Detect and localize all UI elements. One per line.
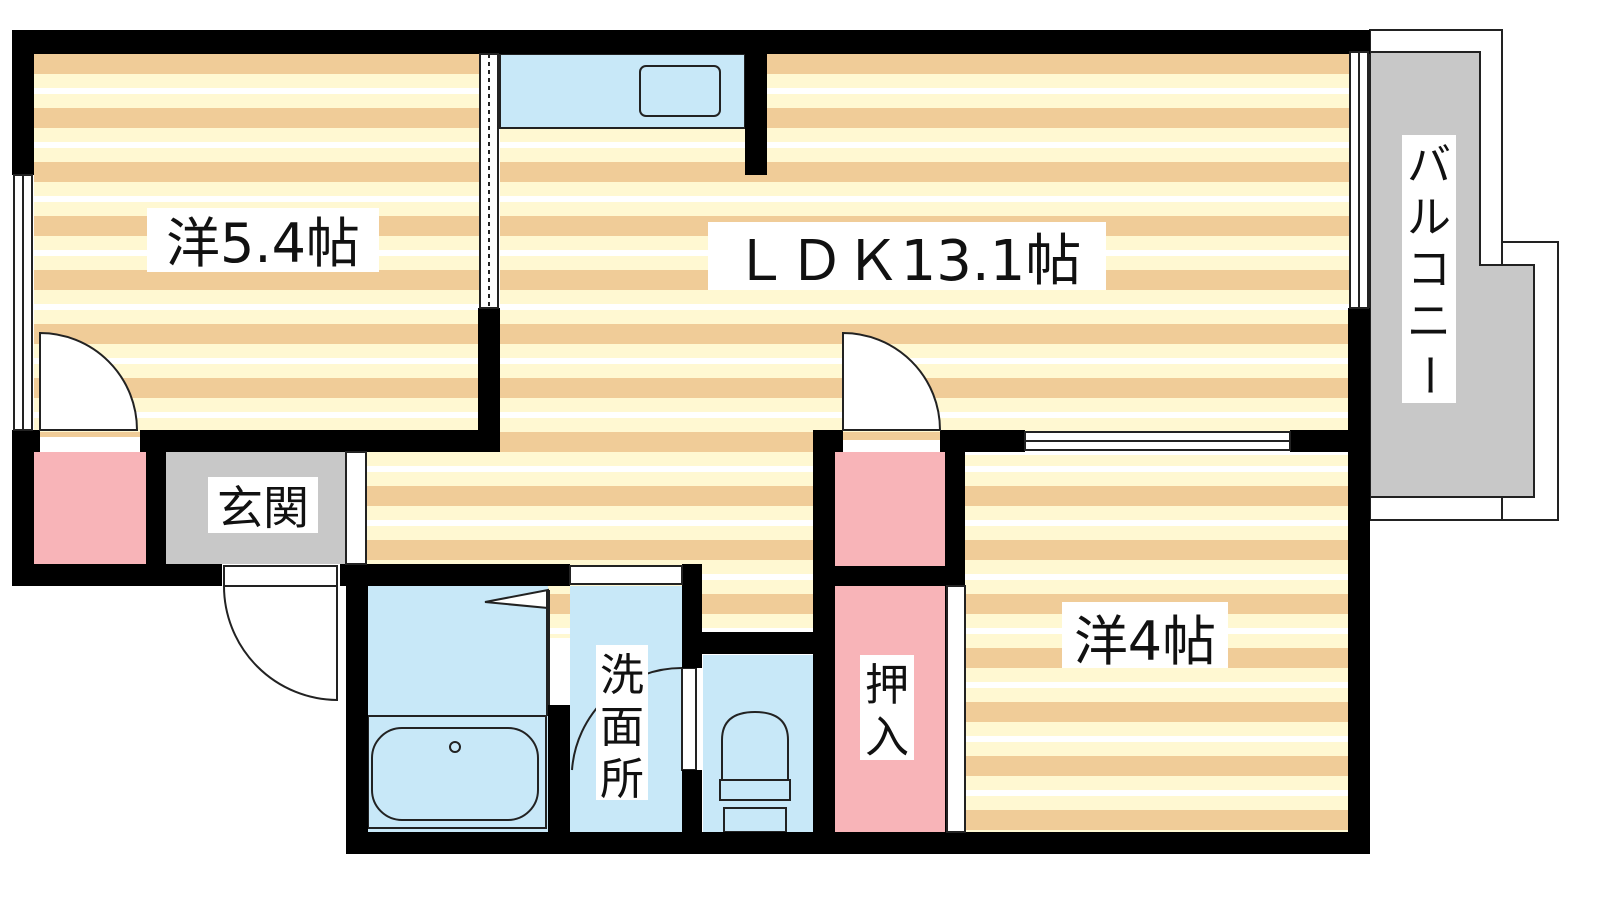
door-west-large — [39, 331, 139, 431]
label-bg-western-small — [1062, 602, 1228, 668]
toilet-tank — [719, 779, 791, 801]
room-label-washroom-2: 面 — [600, 702, 644, 753]
kitchen-sink — [639, 65, 721, 117]
wall-wash-toilet-divider-low — [682, 770, 702, 840]
window-wash-top — [569, 565, 683, 585]
label-bg-ldk — [708, 222, 1106, 290]
wall-closet-divider — [835, 566, 965, 586]
wall-bath-left — [346, 564, 368, 854]
closet-center-upper — [835, 452, 947, 566]
wall-top — [12, 30, 1370, 54]
room-label-western-large: 洋5.4帖 — [166, 212, 360, 275]
fixtures — [367, 588, 791, 833]
wall-center-top — [813, 430, 843, 452]
label-bg-entrance — [208, 477, 318, 533]
labels: 洋5.4帖 ＬＤＫ13.1帖 洋4帖 玄関 洗 面 所 押 入 バ ル コ ニ … — [147, 135, 1456, 805]
room-label-balcony-3: コ — [1407, 244, 1451, 295]
room-label-balcony-4: ニ — [1407, 296, 1451, 347]
room-label-washroom-3: 所 — [600, 754, 644, 805]
door-ldk-closet — [842, 331, 942, 431]
wall-bottom — [346, 832, 1370, 854]
door-entrance — [222, 585, 338, 702]
wall-west-room-bottom — [140, 430, 500, 452]
toilet-bowl — [721, 710, 789, 781]
wall-left-lower — [12, 430, 34, 586]
room-label-entrance: 玄関 — [217, 481, 309, 535]
room-label-washroom-1: 洗 — [600, 650, 644, 701]
washroom-door — [681, 667, 697, 771]
closet-entrance — [34, 452, 146, 564]
wall-west-small-top — [940, 430, 1025, 452]
room-label-ldk: ＬＤＫ13.1帖 — [733, 229, 1082, 294]
windows — [13, 51, 1369, 833]
wall-toilet-top — [682, 632, 815, 654]
wall-closet-right — [945, 430, 965, 585]
bathtub-basin — [371, 727, 539, 821]
wall-center-vertical — [813, 430, 835, 854]
room-label-balcony-5: ー — [1403, 353, 1454, 397]
toilet-base — [723, 807, 787, 833]
wall-bath-wash-divider — [548, 705, 570, 835]
wall-west-room-right — [478, 308, 500, 452]
window-entrance-right — [345, 451, 367, 565]
wall-kitchen-partition — [745, 30, 767, 175]
wall-bath-top — [340, 564, 570, 586]
room-label-western-small: 洋4帖 — [1074, 610, 1216, 673]
doors — [39, 331, 942, 702]
room-label-closet-1: 押 — [865, 660, 909, 711]
bathtub-drain — [449, 741, 461, 753]
room-label-balcony-2: ル — [1407, 192, 1451, 243]
room-label-closet-2: 入 — [865, 712, 909, 763]
window-closet-side — [946, 585, 966, 833]
walls — [12, 30, 1370, 854]
door-entrance-leaf — [223, 565, 338, 587]
label-bg-washroom — [596, 645, 648, 800]
label-bg-closet — [860, 655, 914, 760]
wall-entrance-bottom — [12, 564, 222, 586]
label-bg-balcony — [1402, 135, 1456, 403]
label-bg-western-large — [147, 208, 379, 272]
wall-right-mid — [1348, 308, 1370, 854]
balcony-outer-rail — [1370, 30, 1559, 521]
room-label-balcony-1: バ — [1407, 140, 1451, 191]
wall-entrance-closet-divider — [146, 452, 166, 582]
window-west-right — [479, 53, 499, 309]
wall-west-room-bottom-left — [12, 430, 40, 452]
wall-left-upper — [12, 30, 34, 175]
wall-right-upper — [1348, 30, 1370, 52]
